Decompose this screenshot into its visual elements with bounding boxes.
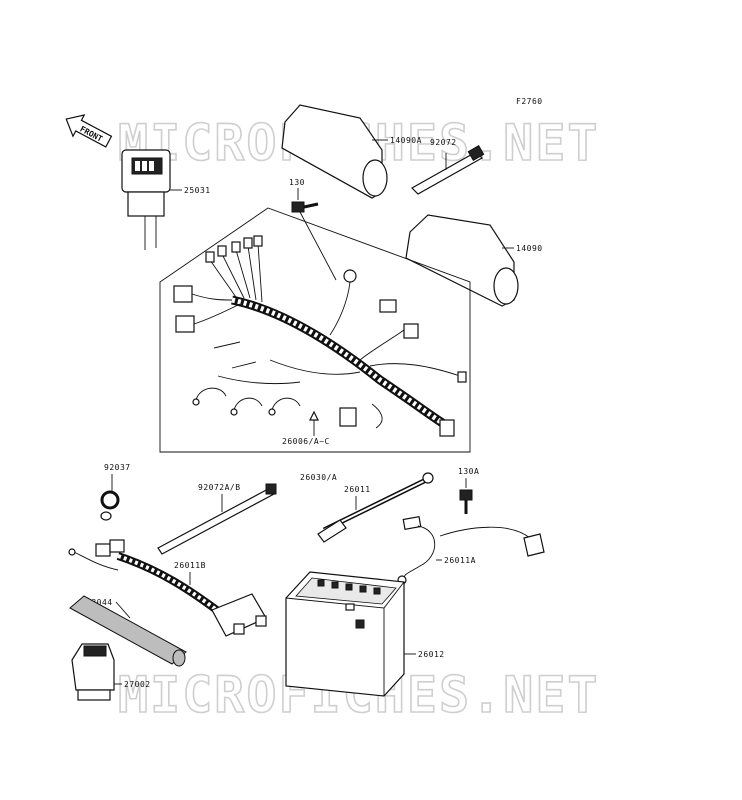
front-arrow-icon: FRONT	[65, 114, 113, 148]
label-26030: 26030/A	[300, 473, 337, 482]
label-26012: 26012	[418, 650, 445, 659]
label-26011: 26011	[344, 485, 371, 494]
label-130A: 130A	[458, 467, 479, 476]
label-14090A: 14090A	[390, 136, 422, 145]
part-26030-main-harness	[173, 235, 467, 437]
part-14090A-cover	[281, 104, 388, 199]
part-92072AB-band	[157, 483, 277, 555]
part-26011B-sub-harness	[68, 539, 267, 637]
harness-group-outline	[159, 207, 471, 453]
label-14090: 14090	[516, 244, 543, 253]
part-26012-battery	[285, 571, 405, 697]
part-130A-bolt	[459, 489, 473, 514]
part-92037-clamp	[100, 490, 120, 521]
part-26011A-cable	[397, 515, 545, 585]
part-53044-tube	[69, 595, 187, 667]
part-14090-cover	[405, 214, 519, 307]
label-26011B: 26011B	[174, 561, 206, 570]
part-130-bolt	[291, 201, 319, 213]
label-26011A: 26011A	[444, 556, 476, 565]
part-92072-band	[411, 144, 485, 195]
part-27002-relay	[71, 643, 115, 701]
part-25031-meter	[121, 149, 171, 250]
label-53044: 53044	[86, 598, 113, 607]
label-27002: 27002	[124, 680, 151, 689]
label-25031: 25031	[184, 186, 211, 195]
label-26006: 26006/A~C	[282, 437, 330, 446]
label-92072AB: 92072A/B	[198, 483, 241, 492]
label-92072: 92072	[430, 138, 457, 147]
figure-code: F2760	[516, 97, 543, 106]
label-130: 130	[289, 178, 305, 187]
part-26011-battery-cable	[317, 472, 434, 543]
label-92037: 92037	[104, 463, 131, 472]
